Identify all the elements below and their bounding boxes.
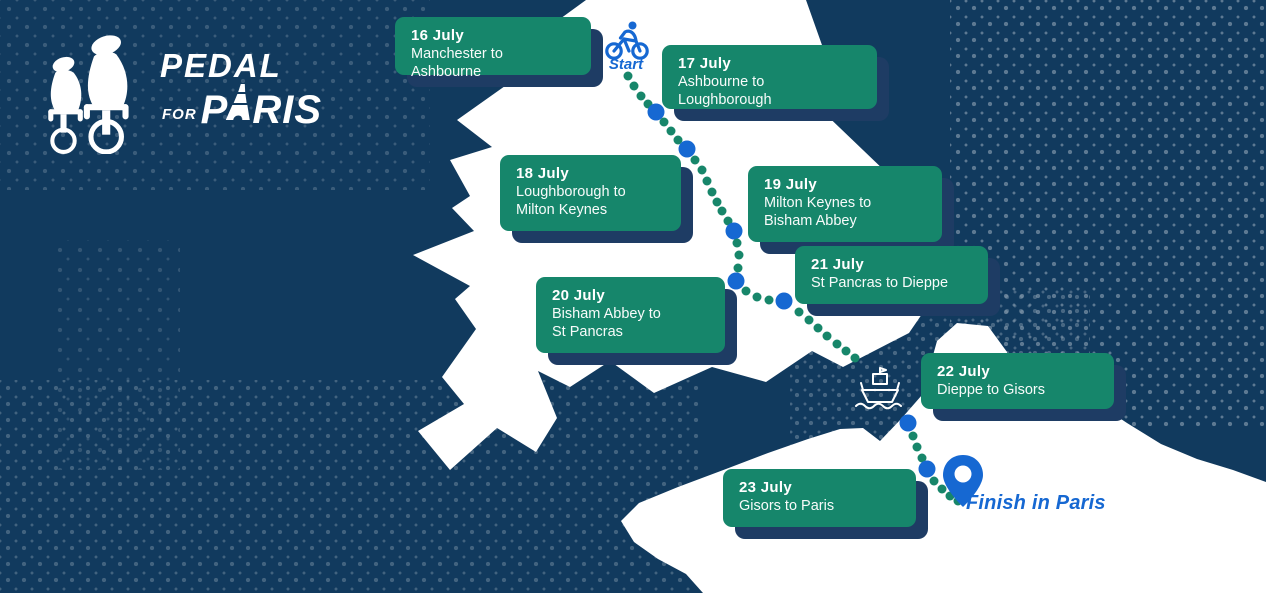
stage-date: 17 July (678, 55, 731, 72)
route-trail-dot (717, 206, 727, 216)
stage-route: Bisham Abbey to St Pancras (552, 306, 661, 340)
start-label: Start (608, 56, 644, 73)
route-trail-dot (690, 155, 700, 165)
stage-route: Milton Keynes to Bisham Abbey (764, 195, 872, 229)
route-trail-dot (636, 91, 646, 101)
stage-route: Dieppe to Gisors (937, 382, 1045, 398)
route-trail-dot (794, 307, 804, 317)
route-waypoint-dot (899, 414, 917, 432)
route-trail-dot (659, 117, 669, 127)
stage-date: 16 July (411, 27, 464, 44)
route-trail-dot (697, 165, 707, 175)
route-trail-dot (707, 187, 717, 197)
stage-date: 18 July (516, 165, 569, 182)
route-trail-dot (764, 295, 774, 305)
route-trail-dot (623, 71, 633, 81)
logo-word-pedal: PEDAL (160, 46, 282, 84)
route-trail-dot (723, 216, 733, 226)
logo-word-for: FOR (162, 105, 197, 123)
stage-date: 20 July (552, 287, 605, 304)
route-trail-dot (917, 453, 927, 463)
route-trail-dot (666, 126, 676, 136)
route-trail-dot (804, 315, 814, 325)
route-trail-dot (629, 81, 639, 91)
route-trail-dot (712, 197, 722, 207)
route-waypoint-dot (775, 292, 793, 310)
finish-label: Finish in Paris (966, 492, 1106, 514)
route-trail-dot (850, 353, 860, 363)
stage-date: 19 July (764, 176, 817, 193)
eiffel-tower-icon (223, 83, 257, 131)
stage-card-21-july: 21 July St Pancras to Dieppe (795, 246, 1000, 316)
route-waypoint-dot (647, 103, 665, 121)
ferry-ship-icon (855, 367, 902, 410)
stage-date: 23 July (739, 479, 792, 496)
stage-route: Manchester to Ashbourne (411, 46, 503, 80)
route-trail-dot (752, 292, 762, 302)
route-waypoint-dot (918, 460, 936, 478)
route-trail-dot (813, 323, 823, 333)
route-waypoint-dot (678, 140, 696, 158)
stage-date: 22 July (937, 363, 990, 380)
route-waypoint-dot (725, 222, 743, 240)
two-cyclists-icon (48, 35, 129, 154)
route-trail-dot (912, 442, 922, 452)
route-trail-dot (832, 339, 842, 349)
stage-route: St Pancras to Dieppe (811, 275, 949, 291)
card-face: 21 July St Pancras to Dieppe (795, 246, 988, 304)
route-trail-dot (734, 250, 744, 260)
map-pin-icon (943, 455, 983, 507)
route-trail-dot (673, 135, 683, 145)
route-trail-dot (733, 263, 743, 273)
route-trail-dot (841, 346, 851, 356)
cyclist-start-icon (605, 21, 649, 60)
stage-route: Ashbourne to Loughborough (678, 74, 772, 108)
route-trail-dot (741, 286, 751, 296)
route-waypoint-dot (727, 272, 745, 290)
route-trail-dot (929, 476, 939, 486)
route-trail-dot (702, 176, 712, 186)
route-trail-dot (937, 484, 947, 494)
route-trail-dot (908, 431, 918, 441)
route-trail-dot (732, 238, 742, 248)
route-trail-dot (822, 331, 832, 341)
stage-route: Loughborough to Milton Keynes (516, 184, 626, 218)
stage-route: Gisors to Paris (739, 498, 835, 514)
stage-date: 21 July (811, 256, 864, 273)
